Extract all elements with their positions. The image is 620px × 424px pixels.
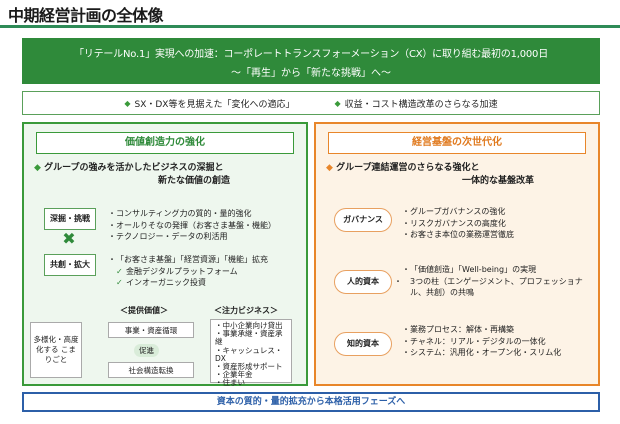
human-capital-node: 人的資本 [334, 270, 392, 294]
promote-label: 促進 [134, 344, 159, 357]
policy-item: ◆ SX・DX等を見据えた「変化への適応」 [124, 97, 294, 110]
lead-line: グループの強みを活かしたビジネスの深掘と [44, 163, 224, 173]
list-item: ・リスクガバナンスの高度化 [402, 218, 506, 228]
vision-banner: 「リテールNo.1」実現への加速：コーポレートトランスフォーメーション（CX）に… [22, 38, 600, 84]
list-item: ✓金融デジタルプラットフォーム [116, 266, 238, 276]
title-divider [0, 25, 620, 28]
focus-business-box: ・中小企業向け貸出 ・事業承継・資産承継 ・キャッシュレス・DX ・資産形成サポ… [210, 319, 292, 387]
list-item: ・テクノロジー・データの利活用 [108, 232, 228, 241]
list-item: ・お客さま本位の業務運営徹底 [402, 230, 514, 239]
deep-challenge-node: 深掘・挑戦 [44, 208, 96, 230]
list-item: ・資産形成サポート [215, 362, 283, 372]
check-icon: ✓ [116, 266, 123, 276]
deep-items-list: ・コンサルティング力の質的・量的強化 ・オールりそなの発揮（お客さま基盤・機能）… [108, 208, 276, 243]
value-creation-lead: ◆ グループの強みを活かしたビジネスの深掘と 新たな価値の創造 [34, 162, 230, 188]
create-items-list: ・「お客さま基盤」「経営資源」「機能」拡充 ✓金融デジタルプラットフォーム ✓イ… [108, 254, 268, 289]
diamond-bullet-icon: ◆ [124, 98, 131, 108]
list-item: ・チャネル：リアル・デジタルの一体化 [402, 336, 546, 346]
list-item: ・住まい [215, 378, 245, 388]
provided-value-box: 事業・資産循環 [108, 322, 194, 338]
co-creation-node: 共創・拡大 [44, 254, 96, 276]
capital-phase-banner: 資本の質的・量的拡充から本格活用フェーズへ [22, 392, 600, 412]
cross-icon: ✖ [62, 229, 76, 248]
value-creation-panel: 価値創造力の強化 ◆ グループの強みを活かしたビジネスの深掘と 新たな価値の創造… [22, 122, 308, 387]
intellectual-capital-list: ・業務プロセス：解体・再構築 ・チャネル：リアル・デジタルの一体化 ・システム：… [402, 324, 561, 359]
lead-line: 新たな価値の創造 [158, 176, 231, 186]
list-item: ・キャッシュレス・DX [215, 345, 283, 363]
diamond-bullet-icon: ◆ [34, 163, 41, 173]
lead-line: グループ連結運営のさらなる強化と [336, 163, 480, 173]
list-item: ・「お客さま基盤」「経営資源」「機能」拡充 [108, 255, 268, 264]
list-item: ✓インオーガニック投資 [116, 278, 206, 287]
foundation-panel: 経営基盤の次世代化 ◆ グループ連結運営のさらなる強化と 一体的な基盤改革 ガバ… [314, 122, 600, 386]
page-title: 中期経営計画の全体像 [8, 6, 164, 25]
foundation-lead: ◆ グループ連結運営のさらなる強化と 一体的な基盤改革 [326, 162, 534, 188]
governance-node: ガバナンス [334, 208, 392, 232]
vision-sub-text: ～「再生」から「新たな挑戦」へ～ [231, 68, 391, 79]
list-item: ・グループガバナンスの強化 [402, 207, 506, 216]
check-icon: ✓ [116, 278, 123, 287]
intellectual-capital-node: 知的資本 [334, 332, 392, 356]
focus-business-label: ＜注力ビジネス＞ [214, 306, 278, 315]
provided-value-label: ＜提供価値＞ [120, 306, 168, 315]
policy-item: ◆ 収益・コスト構造改革のさらなる加速 [334, 97, 497, 110]
list-item: ・オールりそなの発揮（お客さま基盤・機能） [108, 220, 276, 230]
customer-issues-box: 多様化・高度化する こまりごと [30, 322, 82, 378]
list-item: ・企業年金 [215, 370, 253, 380]
provided-value-box: 社会構造転換 [108, 362, 194, 378]
value-creation-heading: 価値創造力の強化 [36, 132, 294, 154]
list-item: ・システム：汎用化・オープン化・スリム化 [402, 348, 562, 357]
policy-text: 収益・コスト構造改革のさらなる加速 [344, 99, 498, 110]
list-item: ・中小企業向け貸出 [215, 321, 283, 330]
foundation-heading: 経営基盤の次世代化 [328, 132, 586, 154]
diamond-bullet-icon: ◆ [334, 98, 341, 108]
vision-main-text: 「リテールNo.1」実現への加速：コーポレートトランスフォーメーション（CX）に… [73, 49, 549, 60]
diamond-bullet-icon: ◆ [326, 163, 333, 173]
governance-list: ・グループガバナンスの強化 ・リスクガバナンスの高度化 ・お客さま本位の業務運営… [402, 206, 514, 241]
list-item: ・3つの柱（エンゲージメント、プロフェッショナル、共創）の共鳴 [394, 276, 583, 298]
human-capital-list: ・「価値創造」「Well-being」の実現 ・3つの柱（エンゲージメント、プロ… [394, 264, 592, 299]
list-item: ・事業承継・資産承継 [215, 329, 283, 347]
list-item: ・コンサルティング力の質的・量的強化 [108, 209, 252, 218]
list-item: ・業務プロセス：解体・再構築 [402, 325, 514, 334]
policy-bar: ◆ SX・DX等を見据えた「変化への適応」 ◆ 収益・コスト構造改革のさらなる加… [22, 91, 600, 115]
list-item: ・「価値創造」「Well-being」の実現 [402, 265, 537, 274]
lead-line: 一体的な基盤改革 [462, 176, 535, 186]
policy-text: SX・DX等を見据えた「変化への適応」 [134, 99, 295, 110]
